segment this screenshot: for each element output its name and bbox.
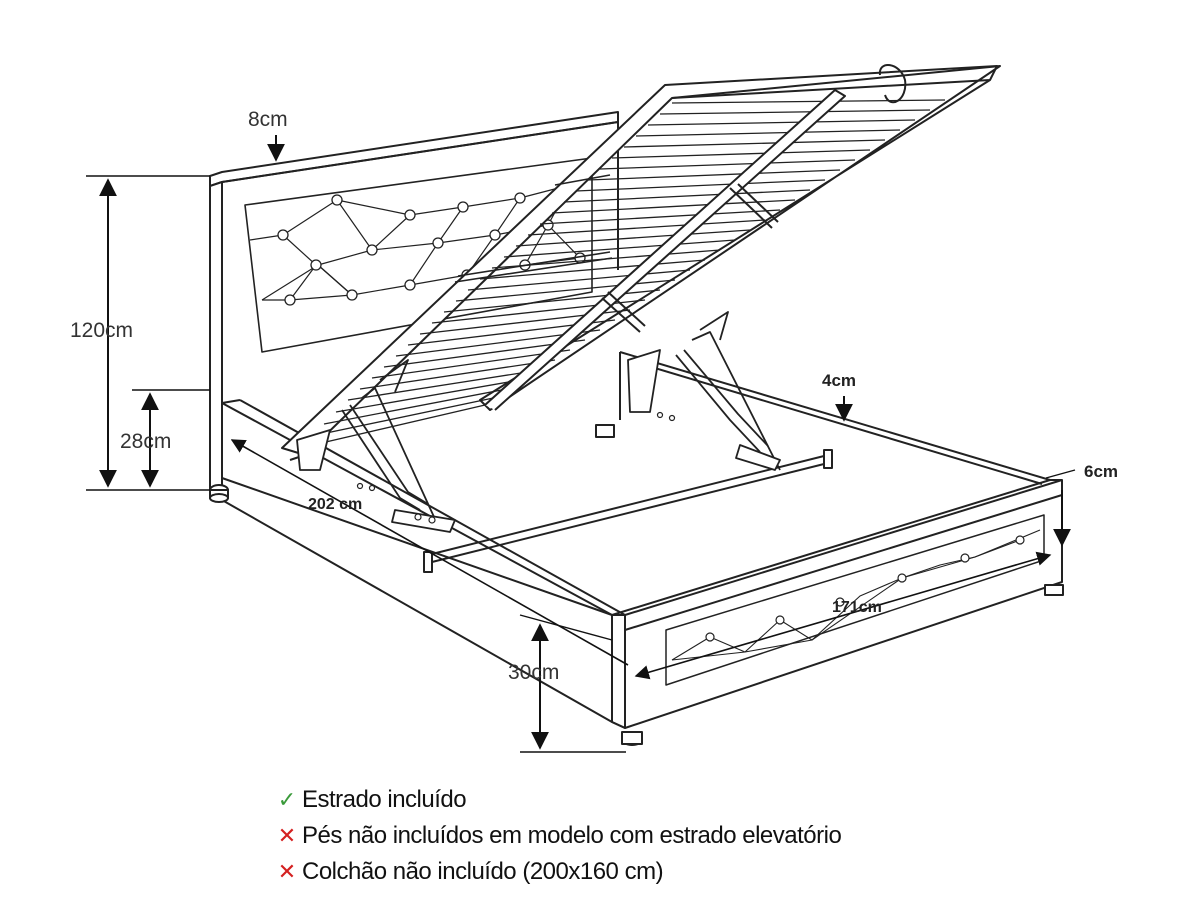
dim-label-6cm: 6cm bbox=[1084, 462, 1118, 481]
dim-label-202cm: 202 cm bbox=[308, 496, 362, 513]
dim-label-171cm: 171cm bbox=[832, 599, 882, 616]
bed-diagram: 8cm 120cm 28cm 202 cm 4cm 6cm 171cm 30cm bbox=[70, 64, 1118, 753]
bed-foot bbox=[209, 424, 1064, 746]
gas-piston bbox=[296, 359, 456, 533]
dim-arrow-202cm bbox=[230, 439, 629, 666]
lifting-slat-base bbox=[281, 64, 1001, 461]
legend-item-feet: ✕ Pés não incluídos em modelo com estrad… bbox=[272, 818, 842, 854]
dim-label-4cm: 4cm bbox=[822, 371, 856, 390]
dim-arrow-171cm bbox=[634, 551, 1052, 680]
gas-piston bbox=[627, 311, 781, 471]
legend-item-label: Colchão não incluído (200x160 cm) bbox=[302, 858, 664, 885]
legend: ✓ Estrado incluído ✕ Pés não incluídos e… bbox=[272, 782, 842, 890]
cross-icon: ✕ bbox=[277, 823, 297, 848]
check-icon: ✓ bbox=[277, 787, 297, 812]
legend-item-slats: ✓ Estrado incluído bbox=[272, 782, 841, 818]
headboard bbox=[209, 111, 619, 499]
dim-label-30cm: 30cm bbox=[508, 661, 559, 684]
dim-label-8cm: 8cm bbox=[248, 108, 288, 131]
legend-item-label: Estrado incluído bbox=[302, 786, 467, 813]
cross-icon: ✕ bbox=[277, 859, 297, 884]
lift-handle bbox=[878, 64, 907, 104]
legend-item-mattress: ✕ Colchão não incluído (200x160 cm) bbox=[272, 854, 841, 890]
legend-item-label: Pés não incluídos em modelo com estrado … bbox=[302, 822, 842, 849]
dim-label-28cm: 28cm bbox=[120, 430, 171, 453]
headboard-tufted-panel bbox=[244, 157, 593, 353]
dim-label-120cm: 120cm bbox=[70, 319, 133, 342]
